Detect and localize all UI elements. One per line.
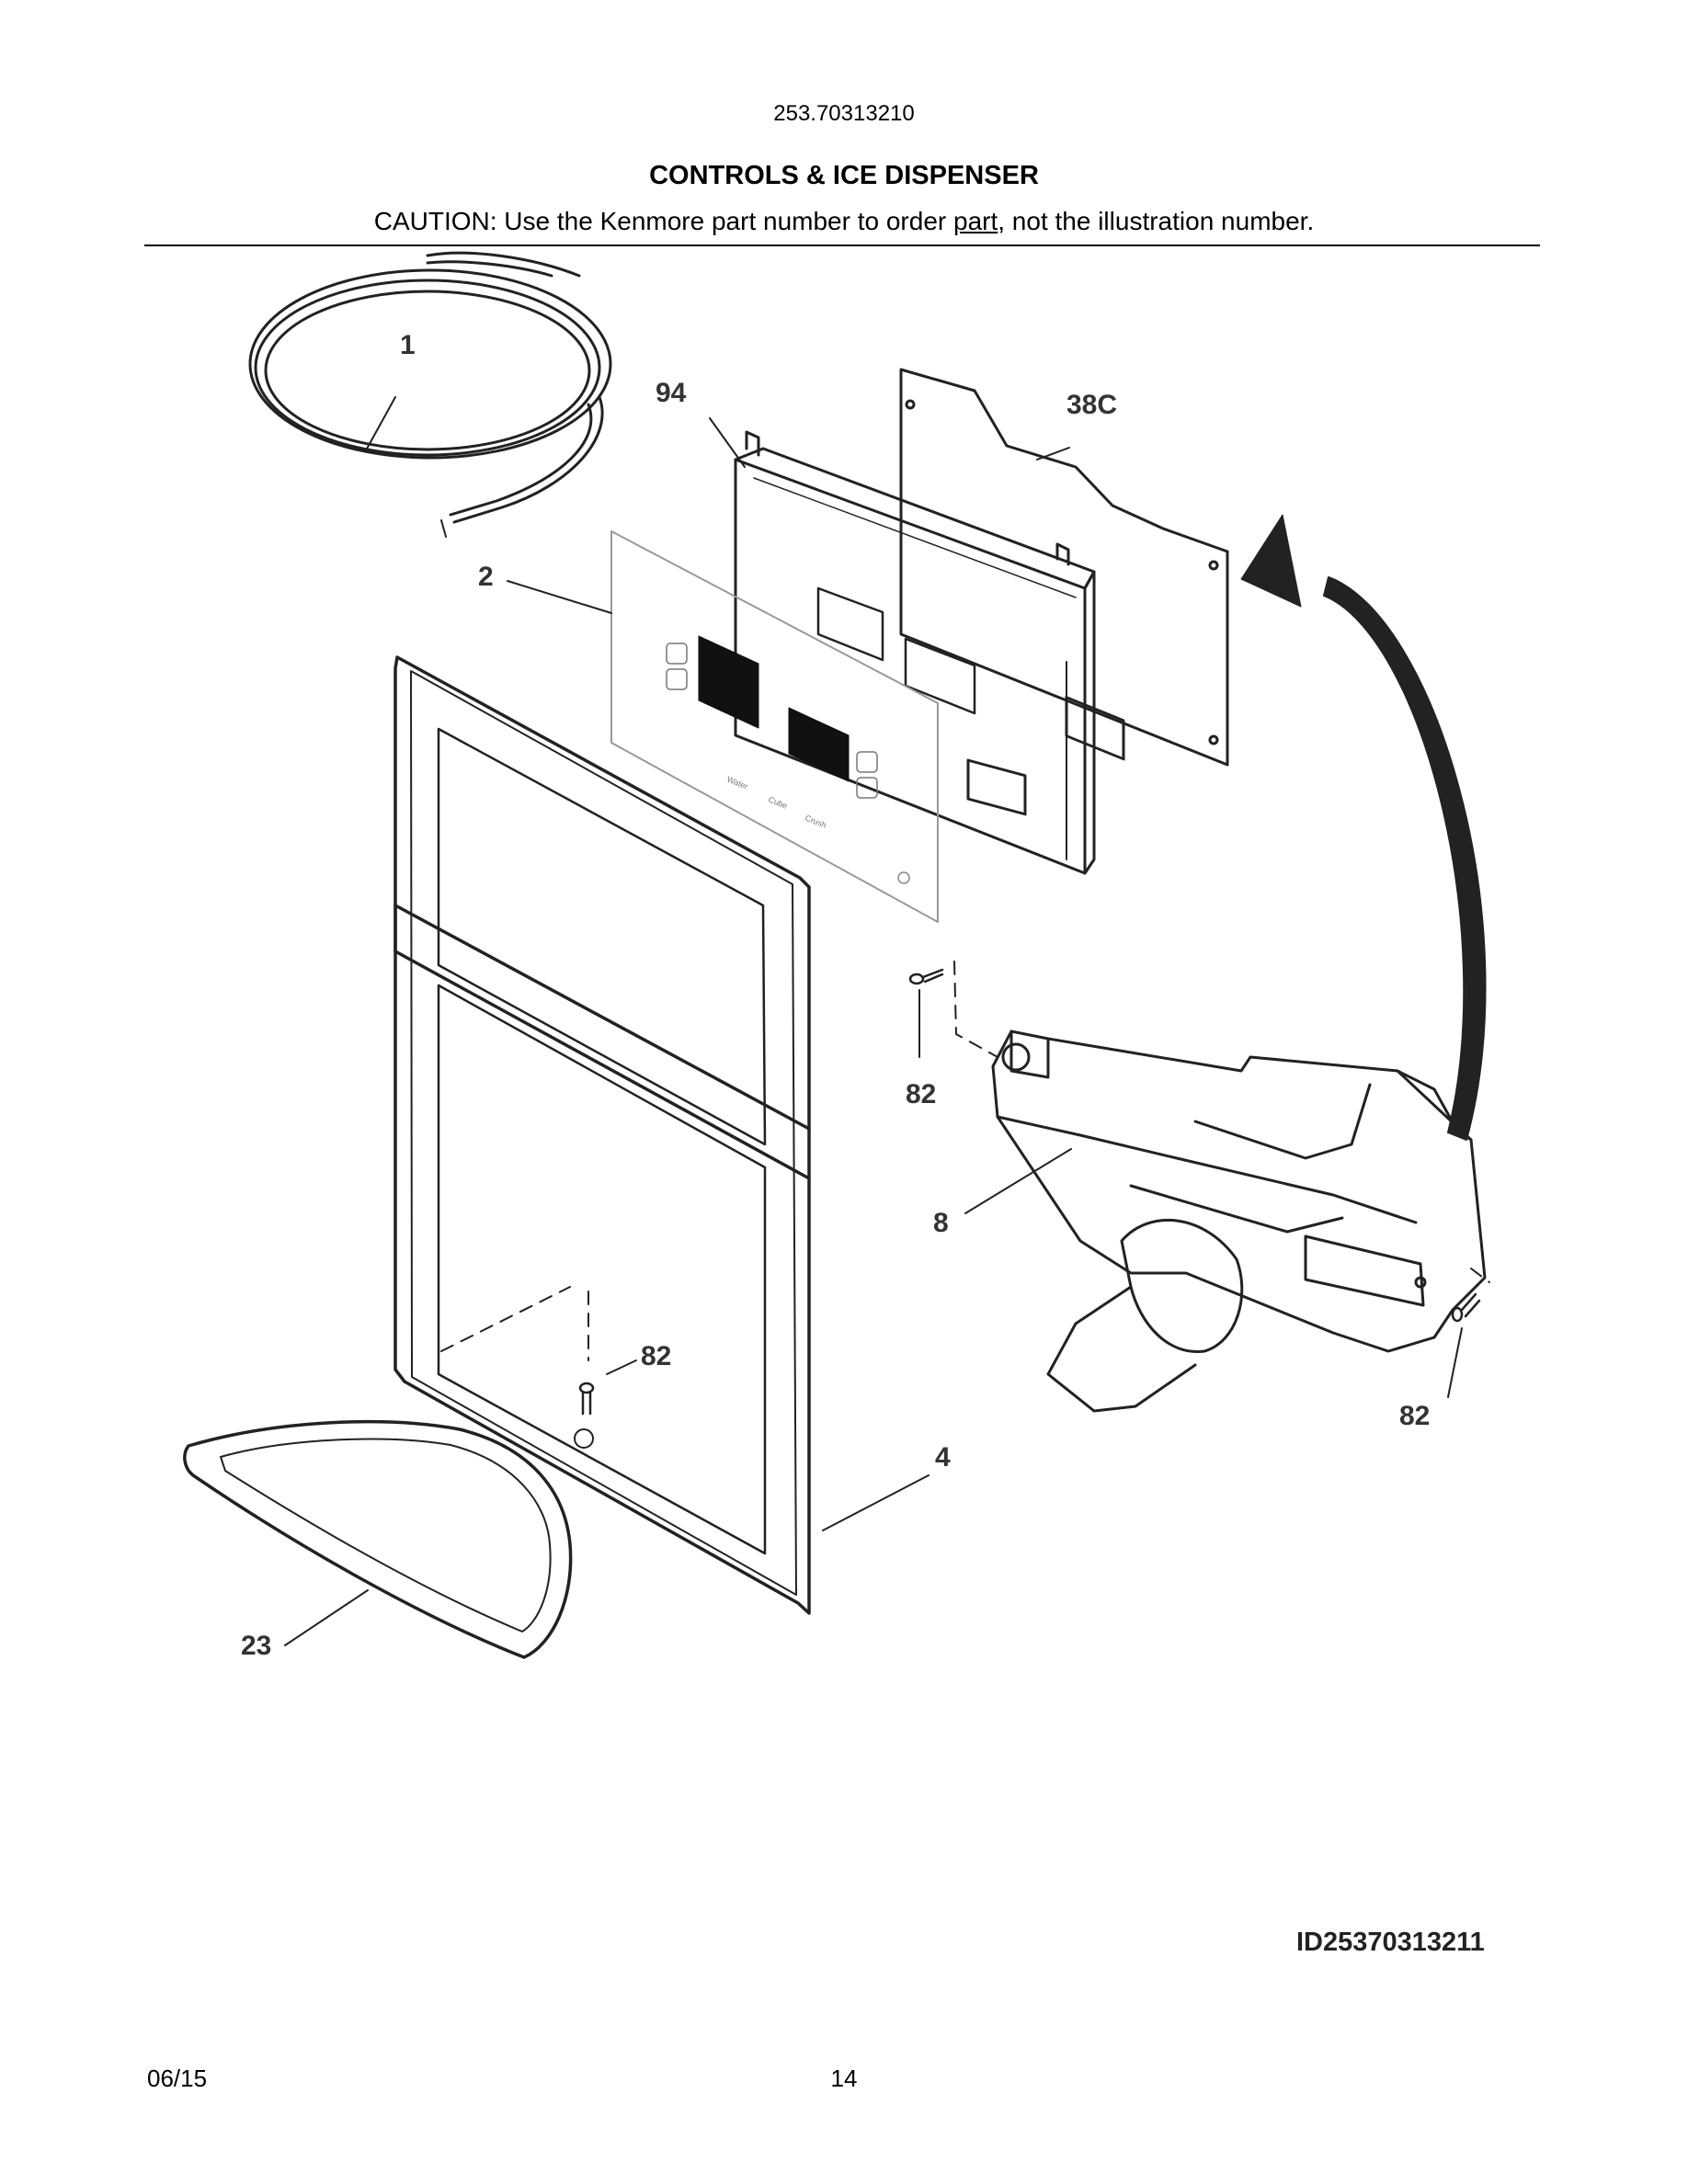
caution-text-start: CAUTION: Use the Kenmore part number to … — [373, 207, 953, 235]
callout-dispenser-frame: 4 — [935, 1442, 951, 1473]
header-rule — [144, 245, 1540, 246]
screw-upper — [908, 968, 944, 985]
page-title: CONTROLS & ICE DISPENSER — [649, 161, 1039, 190]
caution-underlined-word: part — [953, 207, 998, 235]
callout-control-board: 94 — [656, 378, 687, 408]
footer-date: 06/15 — [147, 2065, 208, 2092]
dispenser-housing — [991, 1029, 1487, 1413]
overlay-button-cube: Cube — [767, 795, 789, 811]
model-number: 253.70313210 — [773, 101, 915, 126]
overlay-button-crush: Crush — [804, 813, 827, 830]
leader-lines — [284, 396, 1463, 1646]
callout-screw-upper: 82 — [906, 1079, 936, 1109]
overlay-button-water: Water — [725, 775, 749, 791]
caution-note: CAUTION: Use the Kenmore part number to … — [0, 207, 1688, 236]
tubing-coil — [248, 251, 612, 538]
screw-right — [1451, 1292, 1481, 1323]
insulation-panel — [899, 368, 1229, 816]
callout-insulation: 38C — [1066, 390, 1117, 420]
callout-screw-lower: 82 — [641, 1341, 671, 1371]
page-number: 14 — [830, 2065, 858, 2092]
assembly-arrow — [1240, 514, 1487, 1141]
dispenser-frame — [393, 655, 811, 1615]
callout-tubing: 1 — [400, 330, 416, 360]
callout-screw-right: 82 — [1399, 1401, 1430, 1431]
callout-drip-tray: 23 — [241, 1631, 271, 1661]
alignment-lines — [440, 961, 1490, 1361]
control-overlay — [610, 530, 939, 923]
diagram-id: ID25370313211 — [1296, 1928, 1485, 1957]
control-board — [734, 430, 1096, 875]
drip-tray — [183, 1420, 573, 1659]
callout-dispenser-housing: 8 — [933, 1208, 949, 1238]
screw-lower — [578, 1382, 595, 1416]
caution-text-end: , not the illustration number. — [998, 207, 1315, 235]
callout-overlay: 2 — [478, 562, 494, 592]
